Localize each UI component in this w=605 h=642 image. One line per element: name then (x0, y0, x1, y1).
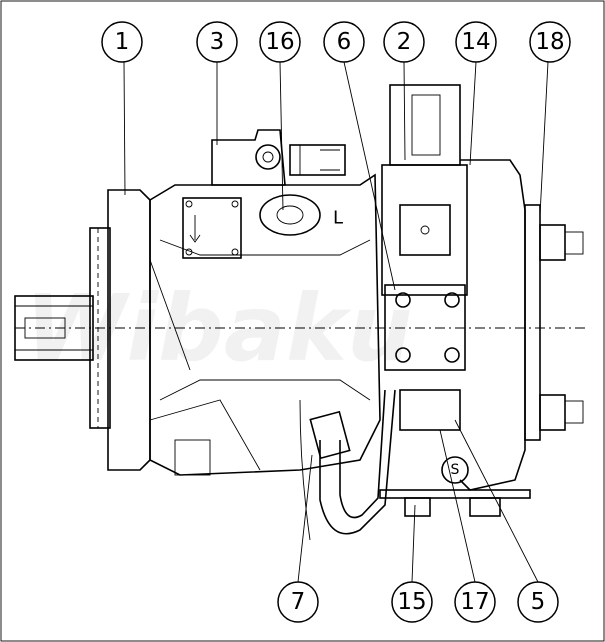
svg-text:2: 2 (397, 29, 412, 55)
callout-16: 16 (259, 21, 301, 63)
svg-text:1: 1 (115, 29, 130, 55)
rear-housing (379, 159, 584, 517)
pressure-sensor (211, 129, 346, 186)
watermark: Wibaku (25, 275, 413, 382)
svg-text:7: 7 (291, 589, 306, 615)
svg-text:18: 18 (535, 29, 564, 55)
callout-17: 17 (454, 581, 496, 623)
callout-3: 3 (196, 21, 238, 63)
hose (299, 389, 396, 541)
svg-text:6: 6 (337, 29, 352, 55)
port-l (259, 194, 321, 236)
svg-text:3: 3 (210, 29, 225, 55)
port-l-label: L (333, 208, 343, 229)
callout-5: 5 (517, 581, 559, 623)
port-s-label: S (451, 462, 460, 478)
name-plate (182, 197, 242, 259)
callout-18: 18 (529, 21, 571, 63)
svg-text:17: 17 (460, 589, 489, 615)
svg-text:16: 16 (265, 29, 294, 55)
callout-2: 2 (383, 21, 425, 63)
leader-lines (123, 61, 549, 583)
svg-text:15: 15 (397, 589, 426, 615)
svg-text:5: 5 (531, 589, 546, 615)
port-s (441, 456, 469, 484)
callout-7: 7 (277, 581, 319, 623)
callout-15: 15 (391, 581, 433, 623)
drive-shaft (14, 295, 94, 361)
callout-6: 6 (323, 21, 365, 63)
callout-14: 14 (455, 21, 497, 63)
callout-1: 1 (101, 21, 143, 63)
svg-text:14: 14 (461, 29, 490, 55)
